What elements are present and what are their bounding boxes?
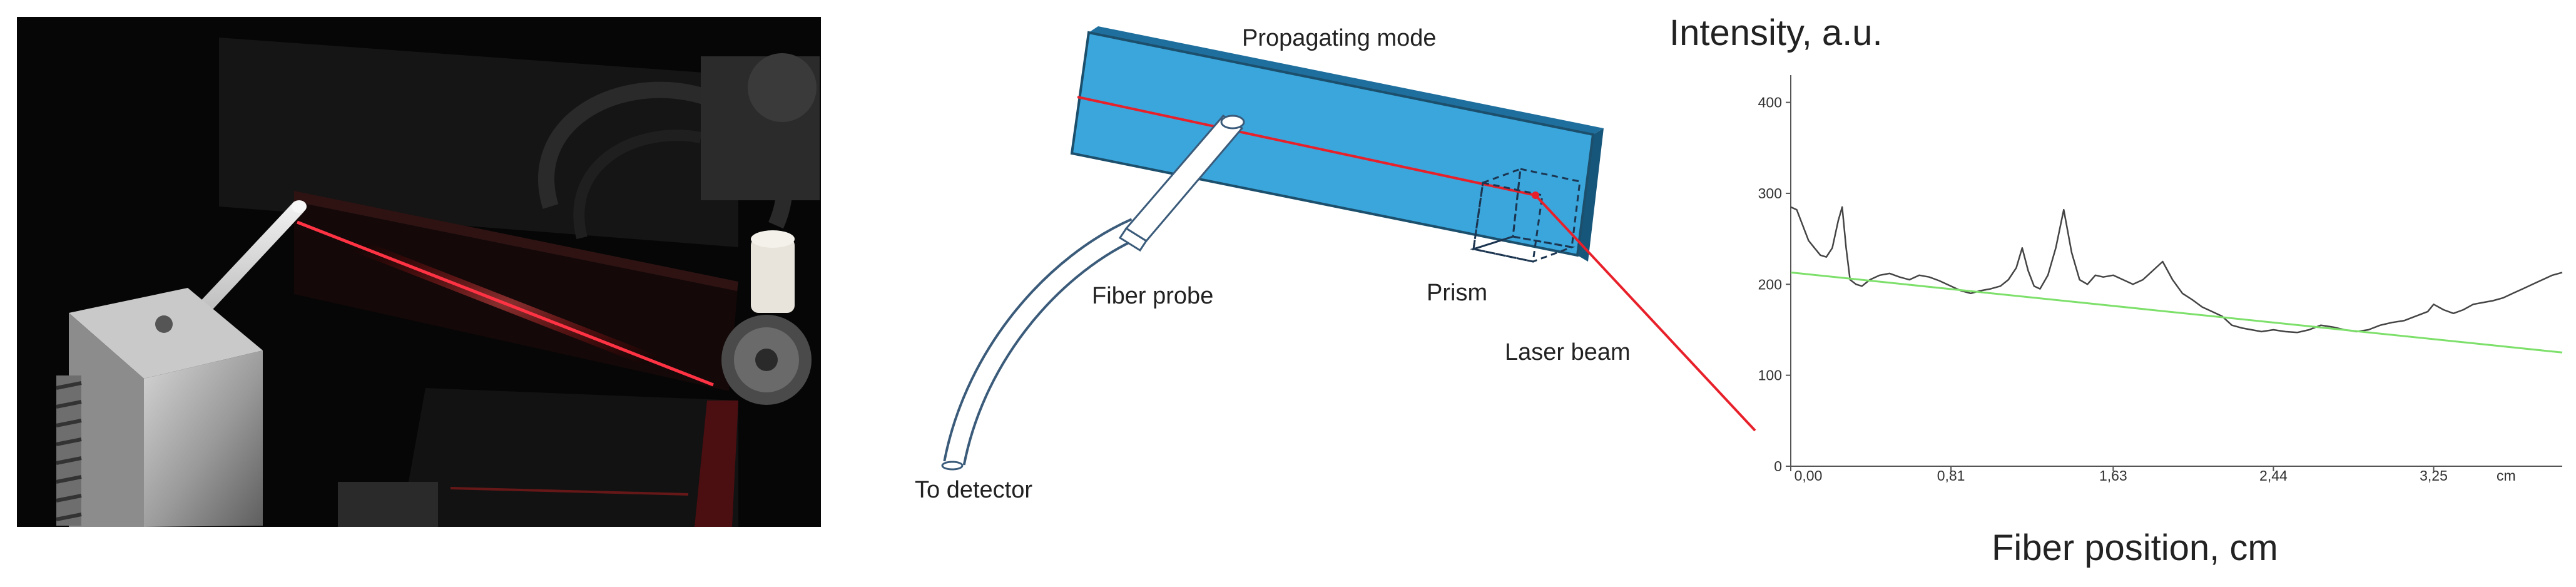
y-tick-label: 200	[1758, 276, 1782, 292]
experiment-photo	[17, 17, 821, 527]
x-ticks: 0,00 0,81 1,63 2,44 3,25	[1790, 466, 2448, 484]
fiber-cable-outer	[943, 218, 1141, 466]
y-tick-label: 400	[1758, 94, 1782, 111]
propagating-mode-line	[1077, 96, 1536, 197]
y-tick-label: 100	[1758, 367, 1782, 384]
intensity-chart: Intensity, a.u. Fiber position, cm 0 100 2…	[1669, 13, 2563, 568]
intensity-series-line	[1790, 206, 2563, 334]
x-axis-label: Fiber position, cm	[1992, 528, 2278, 568]
y-tick-label: 300	[1758, 185, 1782, 202]
x-tick-label: 0,00	[1795, 467, 1823, 484]
lead-screw	[56, 375, 82, 526]
label-laser-beam: Laser beam	[1505, 339, 1631, 365]
y-tick-label: 0	[1774, 458, 1782, 474]
label-propagating-mode: Propagating mode	[1242, 25, 1437, 51]
x-tick-label: 0,81	[1937, 467, 1965, 484]
y-ticks: 0 100 200 300 400	[1758, 94, 1791, 474]
waveguide-slab	[1070, 31, 1595, 257]
fiber-probe	[941, 115, 1245, 471]
label-fiber-probe: Fiber probe	[1092, 283, 1213, 309]
x-tick-label: 1,63	[2099, 467, 2127, 484]
baseline-fit-line	[1790, 271, 2563, 354]
label-to-detector: To detector	[915, 477, 1032, 503]
schematic-diagram: Propagating mode Fiber probe Prism Laser…	[915, 25, 1756, 503]
series-layer	[1790, 206, 2563, 354]
label-prism: Prism	[1427, 280, 1487, 306]
prism	[1470, 167, 1581, 263]
chart-title: Intensity, a.u.	[1669, 13, 1883, 53]
x-tick-label: 3,25	[2420, 467, 2448, 484]
laser-entry-point	[1532, 191, 1539, 199]
x-tick-label: 2,44	[2259, 467, 2288, 484]
waveguide-slab-top	[1089, 26, 1604, 135]
x-unit-label: cm	[2497, 467, 2516, 484]
laser-beam-line	[1534, 194, 1756, 432]
waveguide-slab-right	[1577, 128, 1604, 262]
